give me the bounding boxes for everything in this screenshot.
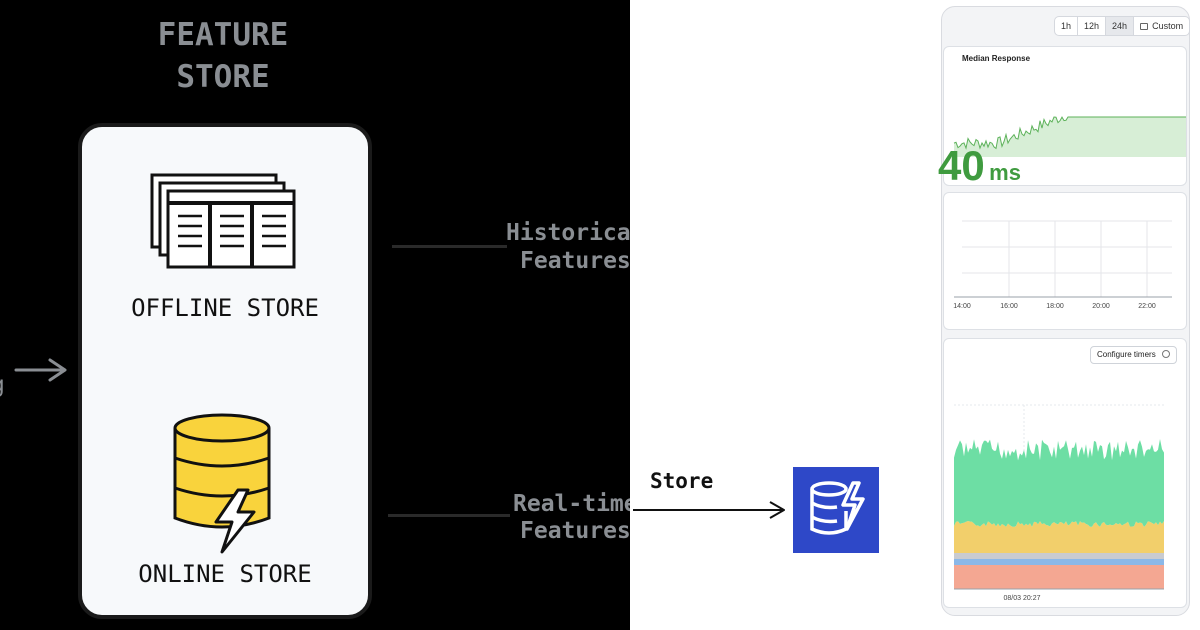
historical-connector-line [392,245,507,248]
arrow-right-icon [14,358,67,382]
diagram-title: FEATURE STORE [118,14,328,98]
historical-label-1: Historica [506,220,631,246]
hourly-grid-chart: 14:00 16:00 18:00 20:00 22:00 [953,220,1172,310]
median-response-title: Median Response [962,54,1031,63]
tick-1800: 18:00 [1046,303,1064,310]
tick-1600: 16:00 [1000,303,1018,310]
range-12h-button[interactable]: 12h [1078,17,1107,35]
realtime-label-2: Features [520,518,631,544]
dynamodb-icon [793,467,879,553]
monitoring-dashboard: 1h 12h 24h Custom Median Response 40 ms … [938,0,1200,630]
area-yellow [954,521,1164,553]
time-range-selector: 1h 12h 24h Custom [1054,16,1191,36]
tick-2000: 20:00 [1092,303,1110,310]
area-blue [954,559,1164,565]
area-salmon [954,565,1164,589]
median-response-card: Median Response 40 ms [938,46,1187,189]
configure-timers-label: Configure timers [1097,350,1156,359]
historical-label-2: Features [520,248,631,274]
left-fragment-text: g [0,372,5,399]
offline-store-label: OFFLINE STORE [131,294,319,322]
date-tick: 08/03 20:27 [1004,595,1041,602]
range-1h-button[interactable]: 1h [1055,17,1079,35]
title-line-1: FEATURE [157,17,289,53]
tick-2200: 22:00 [1138,303,1156,310]
area-gray [954,553,1164,559]
online-store-label: ONLINE STORE [138,560,312,588]
store-flow-panel: Store [630,0,953,630]
timers-chart-card: 08/03 20:27 [943,338,1187,608]
median-value: 40 ms [938,142,1021,190]
configure-timers-button[interactable]: Configure timers [1090,346,1177,364]
database-lightning-icon [173,413,271,554]
help-icon [1161,350,1170,358]
title-line-2: STORE [176,59,270,95]
range-24h-button[interactable]: 24h [1106,17,1135,35]
stacked-area-chart: 08/03 20:27 [954,404,1164,602]
realtime-connector-line [388,514,510,517]
custom-label: Custom [1152,21,1184,31]
table-stack-icon [150,173,296,269]
area-green [954,439,1164,527]
median-unit: ms [989,160,1021,185]
arrow-right-icon [633,501,785,519]
store-label: Store [650,469,714,493]
tick-1400: 14:00 [953,303,971,310]
realtime-label-1: Real-time [513,491,638,517]
median-sparkline [953,116,1186,157]
hourly-chart-card: 14:00 16:00 18:00 20:00 22:00 [943,192,1187,330]
feature-store-diagram: FEATURE STORE g OFFLINE STORE [0,14,638,619]
median-number: 40 [938,142,985,189]
dynamodb-symbol-icon [810,481,865,535]
calendar-icon [1140,23,1149,30]
range-custom-button[interactable]: Custom [1134,17,1189,35]
